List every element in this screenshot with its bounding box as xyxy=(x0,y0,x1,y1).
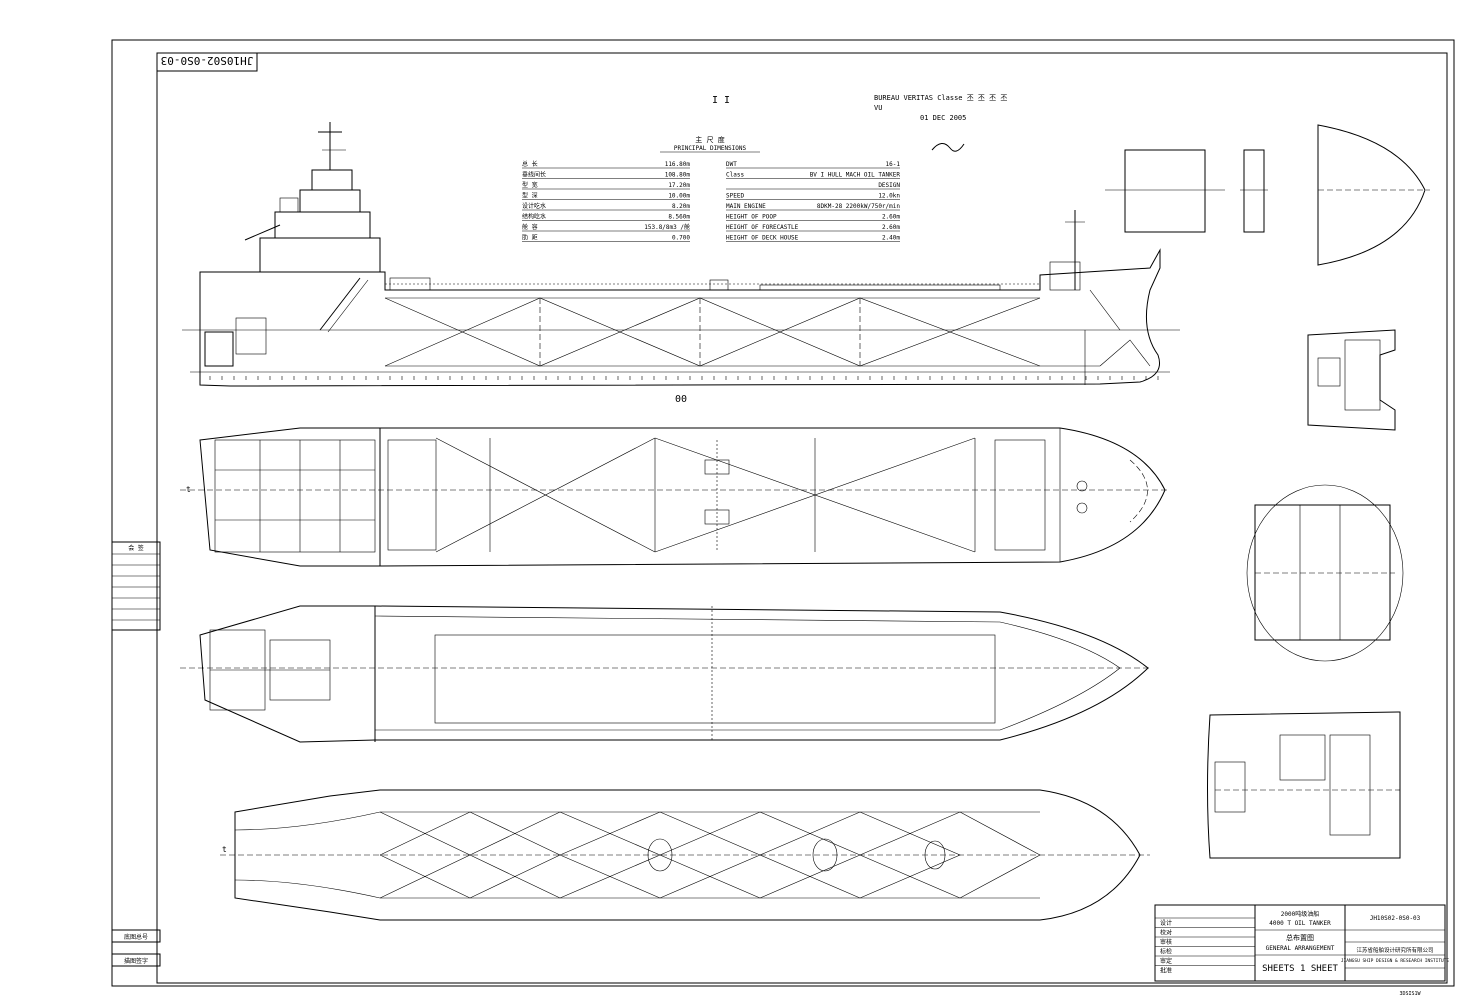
dimension-value: BV I HULL MACH OIL TANKER xyxy=(810,172,901,179)
svg-text:GENERAL ARRANGEMENT: GENERAL ARRANGEMENT xyxy=(1266,945,1335,952)
dimension-label: 设计吃水 xyxy=(522,202,546,210)
dimensions-left-column: 总 长 116.80m 垂线间长 108.80m 型 宽 17.20m 型 深 10.00m 设… xyxy=(522,160,690,242)
dimension-value: 16-1 xyxy=(886,161,901,168)
section-mark: I I xyxy=(712,95,730,106)
dimension-value: 116.80m xyxy=(665,161,691,168)
svg-text:江苏省船舶设计研究所有限公司: 江苏省船舶设计研究所有限公司 xyxy=(1356,946,1433,954)
side-profile-view: 00 xyxy=(182,122,1180,405)
signature-label: 审核 xyxy=(1160,938,1172,946)
upper-deck-mark: t xyxy=(186,485,191,494)
svg-text:SHEETS 1 SHEET: SHEETS 1 SHEET xyxy=(1262,964,1338,974)
svg-text:3DSIS1W: 3DSIS1W xyxy=(1399,991,1421,997)
svg-text:底图总号: 底图总号 xyxy=(124,933,148,941)
dimension-label: DWT xyxy=(726,161,737,168)
svg-text:01 DEC 2005: 01 DEC 2005 xyxy=(920,114,966,122)
dimension-value: 8DKM-28 2200kW/750r/min xyxy=(817,203,900,210)
svg-text:JIANGSU SHIP DESIGN & RESEARCH: JIANGSU SHIP DESIGN & RESEARCH INSTITUTE xyxy=(1341,958,1450,964)
dimension-value: 8.20m xyxy=(672,203,690,210)
dimension-value: 2.60m xyxy=(882,214,900,221)
signature-label: 批准 xyxy=(1160,967,1172,975)
signature-label: 审定 xyxy=(1160,957,1172,965)
svg-text:JH10S02-0S0-03: JH10S02-0S0-03 xyxy=(161,54,254,67)
svg-text:JH10S02-0S0-03: JH10S02-0S0-03 xyxy=(1370,915,1421,922)
dimension-label: 舱 容 xyxy=(522,223,538,231)
dimension-label: SPEED xyxy=(726,193,744,200)
side-signature-table: 会 签 底图总号 描图签字 xyxy=(111,541,161,967)
svg-text:VU: VU xyxy=(874,104,882,112)
dimension-value: 2.60m xyxy=(882,224,900,231)
signature-label: 标检 xyxy=(1160,948,1172,956)
dimension-label: HEIGHT OF FORECASTLE xyxy=(726,224,799,231)
dimension-label: 型 深 xyxy=(522,192,538,200)
dimension-value: 153.8/8m3 /舱 xyxy=(644,223,690,231)
profile-mark: 00 xyxy=(675,394,687,405)
signature-label: 设计 xyxy=(1160,919,1172,927)
dimension-value: 0.700 xyxy=(672,235,690,242)
svg-text:总布置图: 总布置图 xyxy=(1286,933,1314,942)
svg-text:描图签字: 描图签字 xyxy=(124,957,148,965)
dimension-value: 8.560m xyxy=(668,214,690,221)
dimension-value: DESIGN xyxy=(878,182,900,189)
dimension-label: HEIGHT OF POOP xyxy=(726,214,777,221)
dimension-label: 型 宽 xyxy=(522,181,538,189)
tank-top-mark: t xyxy=(222,845,227,854)
approval-stamp: BUREAU VERITAS Classe 丕 丕 丕 丕 VU 01 DEC … xyxy=(874,94,1007,152)
dimension-value: 17.20m xyxy=(668,182,690,189)
dimension-label: MAIN ENGINE xyxy=(726,203,766,210)
svg-text:PRINCIPAL DIMENSIONS: PRINCIPAL DIMENSIONS xyxy=(674,145,747,152)
dimension-label: HEIGHT OF DECK HOUSE xyxy=(726,235,799,242)
svg-text:2000吨级油船: 2000吨级油船 xyxy=(1281,910,1319,918)
dimension-label: 总 长 xyxy=(522,160,538,168)
tank-top-plan: t xyxy=(220,789,1150,921)
dimension-label: Class xyxy=(726,172,744,179)
dimension-value: 10.00m xyxy=(668,193,690,200)
dimension-value: 2.40m xyxy=(882,235,900,242)
svg-text:4000 T OIL TANKER: 4000 T OIL TANKER xyxy=(1269,920,1331,927)
upper-deck-plan: t xyxy=(180,427,1170,567)
svg-text:BUREAU VERITAS Classe 丕 丕 丕 丕: BUREAU VERITAS Classe 丕 丕 丕 丕 xyxy=(874,94,1007,102)
dimension-value: 12.0kn xyxy=(878,193,900,200)
dimension-label: 结构吃水 xyxy=(522,213,546,221)
signature-label: 校对 xyxy=(1160,929,1172,937)
dimension-label: 垂线间长 xyxy=(522,171,546,179)
profile-frame-ticks xyxy=(209,376,1159,380)
main-deck-plan xyxy=(180,605,1150,743)
svg-text:主 尺 度: 主 尺 度 xyxy=(695,135,724,144)
principal-dimensions-table: 主 尺 度 PRINCIPAL DIMENSIONS 总 长 116.80m 垂线间… xyxy=(522,135,900,242)
dimension-label: 肋 距 xyxy=(522,234,538,242)
dimension-value: 108.80m xyxy=(665,172,691,179)
drawing-number-stamp: JH10S02-0S0-03 xyxy=(156,52,258,72)
sheet-border xyxy=(111,39,1455,987)
svg-text:会 签: 会 签 xyxy=(128,544,144,552)
detail-views xyxy=(1105,124,1430,859)
